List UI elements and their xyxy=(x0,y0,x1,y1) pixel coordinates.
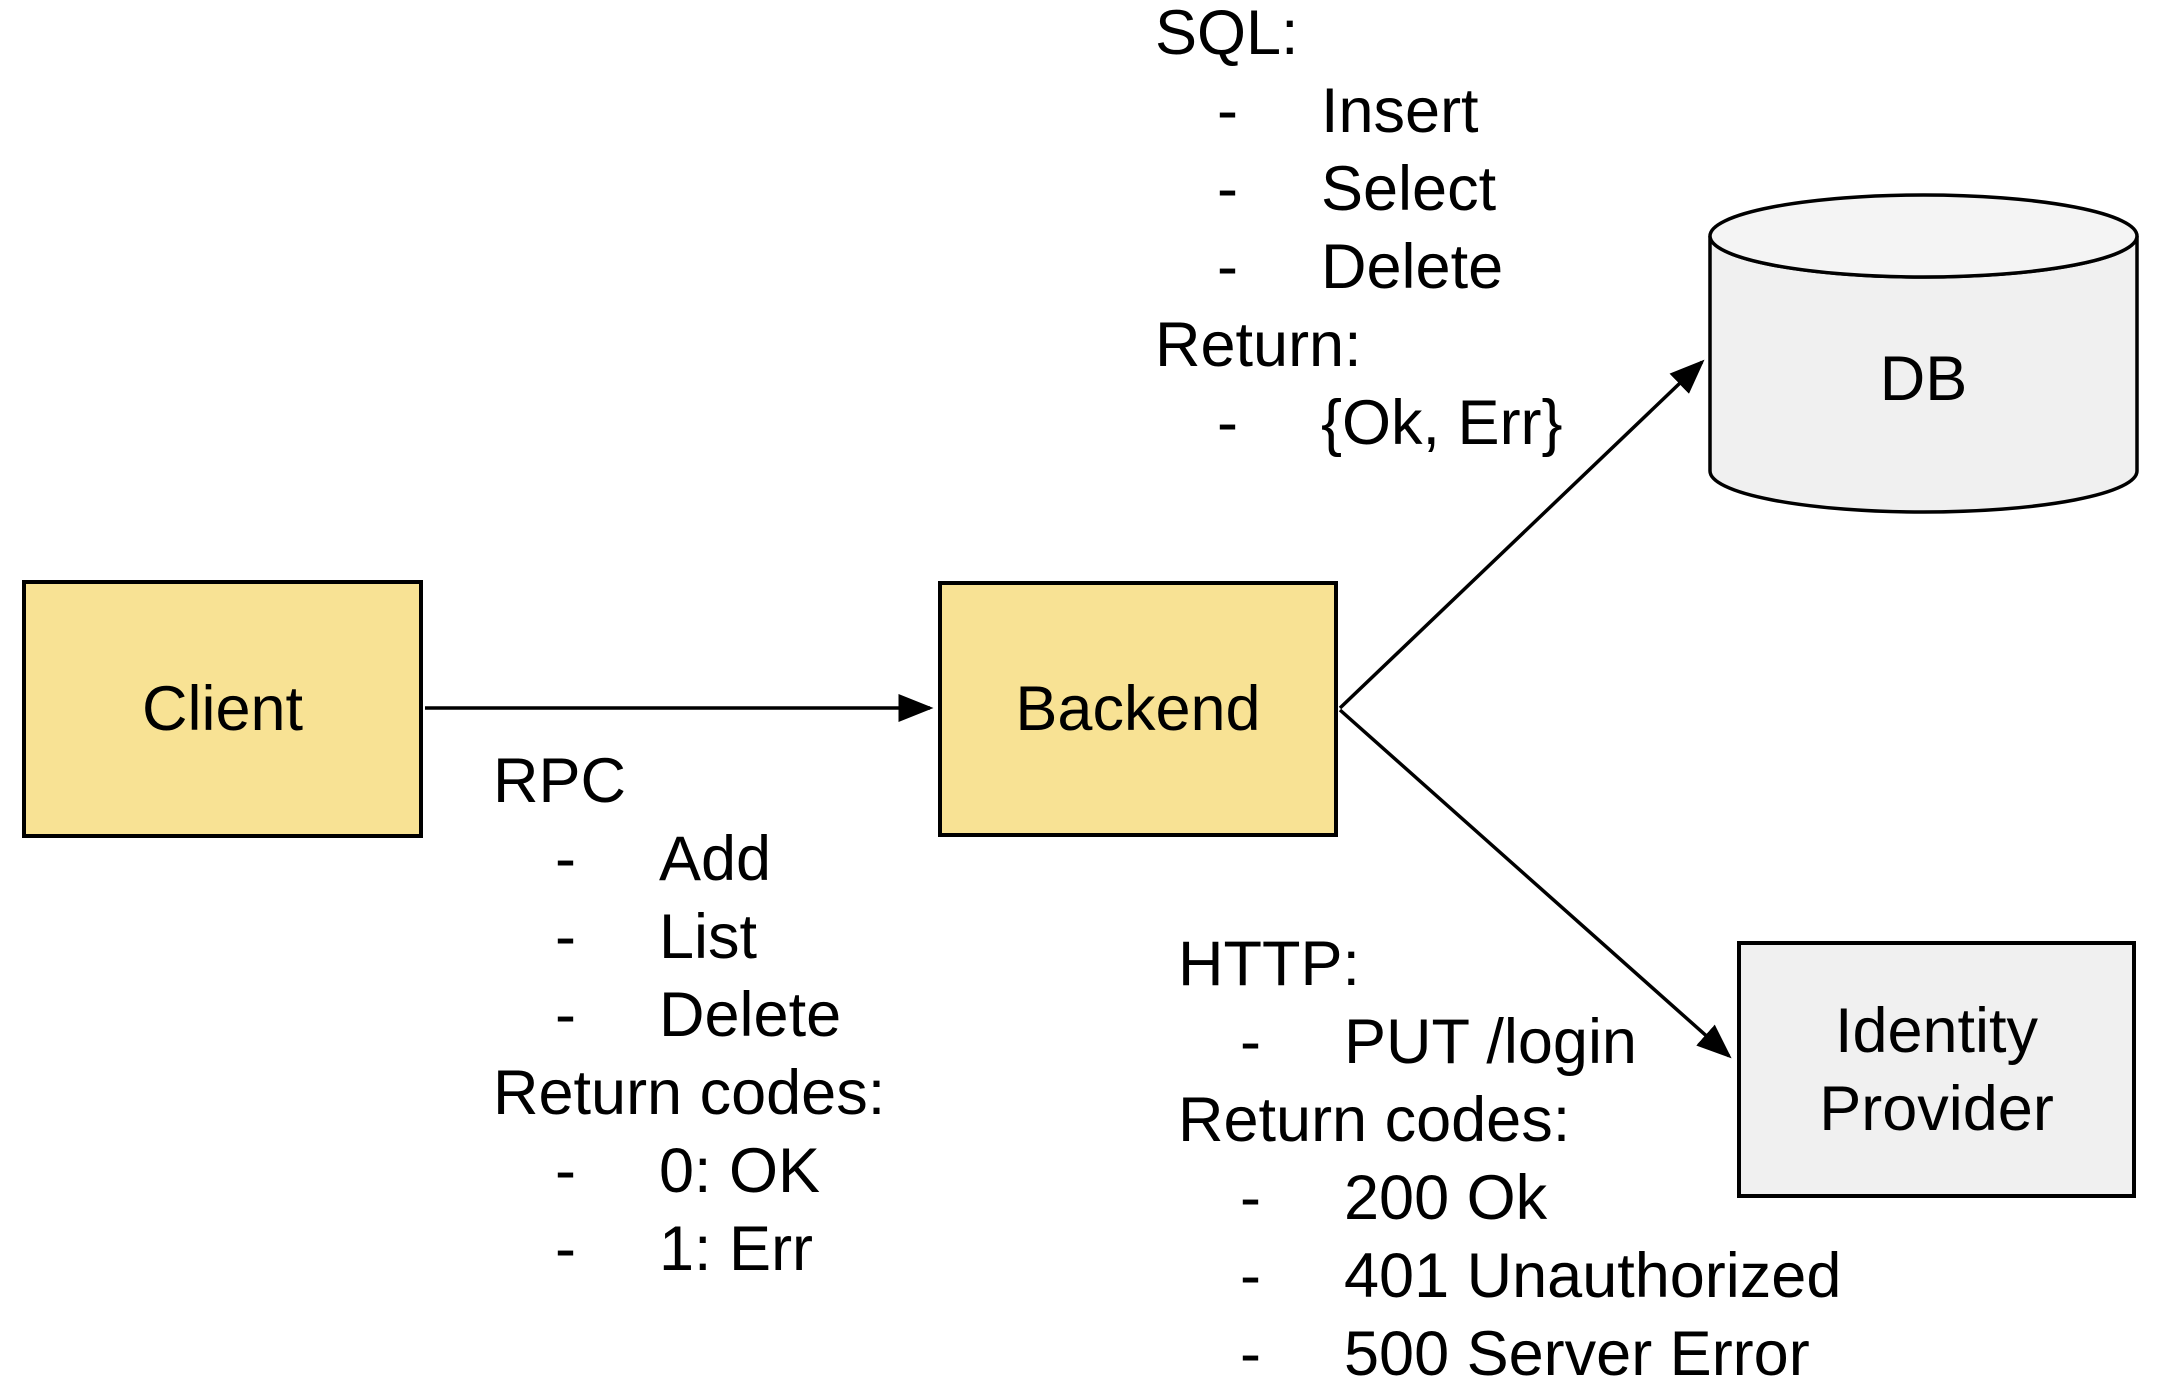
bullet-dash: - xyxy=(555,902,576,972)
annotation-http-item-line: - PUT /login xyxy=(1178,1003,1637,1081)
annotation-rpc-return-item-line: - 1: Err xyxy=(493,1210,885,1288)
annotation-sql-return-item-line: - {Ok, Err} xyxy=(1155,384,1563,462)
bullet-dash: - xyxy=(1240,1241,1261,1311)
bullet-dash: - xyxy=(1217,154,1238,224)
annotation-sql: SQL: - Insert - Select - Delete Return: … xyxy=(1155,0,1563,462)
annotation-http-return-title: Return codes: xyxy=(1178,1085,1571,1155)
annotation-rpc-item: Delete xyxy=(659,980,842,1050)
annotation-sql-item-line: - Select xyxy=(1155,150,1496,228)
bullet-dash: - xyxy=(555,1136,576,1206)
annotation-http-return-item-line: - 200 Ok xyxy=(1178,1159,1570,1237)
node-identity-provider-label: Identity Provider xyxy=(1819,995,2054,1144)
annotation-sql-item-line: - Insert xyxy=(1155,72,1479,150)
annotation-sql-item: Select xyxy=(1321,154,1497,224)
bullet-dash: - xyxy=(555,824,576,894)
annotation-http-return-item-line: - 500 Server Error xyxy=(1178,1315,1810,1393)
annotation-http-item: PUT /login xyxy=(1344,1007,1637,1077)
bullet-dash: - xyxy=(1240,1007,1261,1077)
annotation-rpc-return-item: 0: OK xyxy=(659,1136,821,1206)
annotation-http: HTTP: - PUT /login Return codes: - 200 O… xyxy=(1178,925,1841,1393)
annotation-sql-return-title-line: Return: xyxy=(1155,306,1362,384)
annotation-sql-item: Delete xyxy=(1321,232,1504,302)
annotation-sql-item: Insert xyxy=(1321,76,1479,146)
annotation-http-return-title-line: Return codes: xyxy=(1178,1081,1570,1159)
annotation-rpc-item-line: - List xyxy=(493,898,885,976)
annotation-http-title: HTTP: xyxy=(1178,929,1360,999)
annotation-rpc-item-line: - Add xyxy=(493,820,885,898)
node-backend-label: Backend xyxy=(1015,674,1261,744)
annotation-rpc-item-line: - Delete xyxy=(493,976,885,1054)
bullet-dash: - xyxy=(555,980,576,1050)
bullet-dash: - xyxy=(1240,1319,1261,1389)
annotation-rpc-return-title-line: Return codes: xyxy=(493,1054,885,1132)
node-identity-provider: Identity Provider xyxy=(1737,941,2136,1198)
bullet-dash: - xyxy=(555,1214,576,1284)
node-client-label: Client xyxy=(141,674,304,744)
node-backend: Backend xyxy=(938,581,1338,837)
node-client: Client xyxy=(22,580,423,838)
annotation-http-return-item: 500 Server Error xyxy=(1344,1319,1810,1389)
annotation-http-return-item-line: - 401 Unauthorized xyxy=(1178,1237,1841,1315)
annotation-sql-return-item: {Ok, Err} xyxy=(1321,388,1563,458)
node-db: DB xyxy=(1710,300,2137,458)
annotation-sql-title: SQL: xyxy=(1155,0,1299,68)
bullet-dash: - xyxy=(1217,76,1238,146)
annotation-rpc-return-item-line: - 0: OK xyxy=(493,1132,885,1210)
annotation-rpc-item: Add xyxy=(659,824,772,894)
annotation-sql-item-line: - Delete xyxy=(1155,228,1503,306)
annotation-http-return-item: 401 Unauthorized xyxy=(1344,1241,1842,1311)
annotation-sql-title-line: SQL: xyxy=(1155,0,1362,72)
annotation-rpc: RPC - Add - List - Delete Return codes: … xyxy=(493,742,885,1288)
annotation-rpc-title-line: RPC xyxy=(493,742,885,820)
db-cylinder-top xyxy=(1708,193,2139,279)
bullet-dash: - xyxy=(1240,1163,1261,1233)
annotation-sql-return-title: Return: xyxy=(1155,310,1362,380)
annotation-http-title-line: HTTP: xyxy=(1178,925,1570,1003)
bullet-dash: - xyxy=(1217,232,1238,302)
annotation-rpc-return-item: 1: Err xyxy=(659,1214,814,1284)
annotation-rpc-item: List xyxy=(659,902,758,972)
bullet-dash: - xyxy=(1217,388,1238,458)
arrow-backend-to-identity-provider xyxy=(1338,708,1732,1059)
annotation-http-return-item: 200 Ok xyxy=(1344,1163,1548,1233)
annotation-rpc-return-title: Return codes: xyxy=(493,1058,886,1128)
node-db-label: DB xyxy=(1879,344,1968,414)
arrow-backend-to-db xyxy=(1338,359,1705,710)
annotation-rpc-title: RPC xyxy=(493,746,627,816)
